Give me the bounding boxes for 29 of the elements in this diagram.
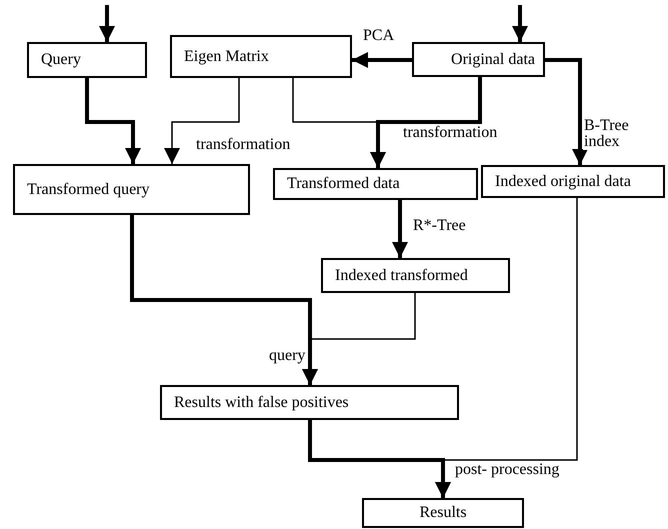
process-box (362, 498, 524, 528)
arrow (164, 78, 240, 164)
arrow (130, 215, 318, 385)
arrow (85, 78, 141, 164)
box-label: Original data (450, 50, 536, 68)
process-box (273, 168, 478, 200)
box-label: Query (40, 51, 81, 69)
box-label: Results (419, 504, 467, 522)
edge-label: post- processing (454, 462, 560, 478)
process-box (170, 35, 352, 78)
box-label: Transformed data (286, 175, 400, 193)
arrow (392, 200, 408, 258)
process-box (321, 258, 510, 293)
process-box (160, 385, 459, 420)
arrow (370, 77, 482, 168)
process-box (481, 165, 665, 198)
arrow (308, 420, 451, 498)
box-label: Transformed query (26, 180, 150, 198)
arrow (545, 58, 588, 165)
box-label: Eigen Matrix (183, 48, 269, 66)
process-box (412, 42, 545, 77)
arrow (99, 5, 115, 42)
box-label: Results with false positives (173, 394, 349, 412)
process-box (27, 42, 147, 78)
box-label: Indexed original data (494, 172, 631, 190)
arrow (512, 5, 528, 42)
process-box (13, 164, 250, 215)
box-label: Indexed transformed (334, 266, 468, 284)
arrow (352, 52, 412, 68)
